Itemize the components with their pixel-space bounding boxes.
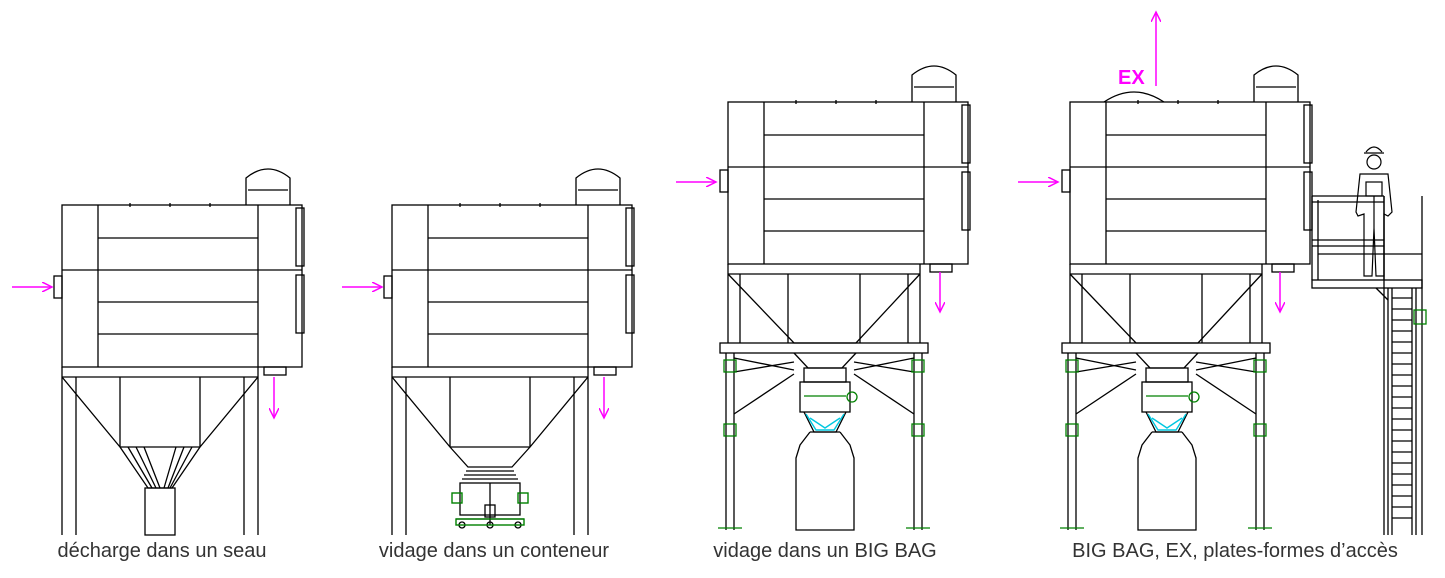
- filter-unit-bucket: [53, 168, 305, 536]
- big-bag: [795, 431, 855, 531]
- ex-platform-green-fittings: [1060, 309, 1427, 529]
- operator-figure: [1355, 146, 1393, 277]
- bucket: [144, 487, 176, 536]
- filter-unit-container: [383, 168, 635, 535]
- stair-steps: [1392, 297, 1412, 519]
- container-green-frame: [451, 492, 529, 526]
- bigbag-green-fittings: [718, 359, 930, 529]
- access-platform: [1311, 195, 1423, 535]
- ex-label: EX: [1118, 67, 1145, 89]
- ex-bigbag-liner: [1147, 413, 1187, 431]
- caption-bucket: décharge dans un seau: [57, 540, 267, 562]
- caption-bigbag-ex-platform: BIG BAG, EX, plates-formes d’accès: [1072, 540, 1398, 562]
- filter-unit-bigbag: [719, 65, 971, 531]
- caption-container: vidage dans un conteneur: [378, 540, 610, 562]
- caption-bigbag: vidage dans un BIG BAG: [713, 540, 937, 562]
- filter-unit-ex-platform: [1061, 65, 1313, 531]
- explosion-vent: [1103, 91, 1165, 103]
- big-bag: [1137, 431, 1197, 531]
- bigbag-liner: [805, 413, 845, 431]
